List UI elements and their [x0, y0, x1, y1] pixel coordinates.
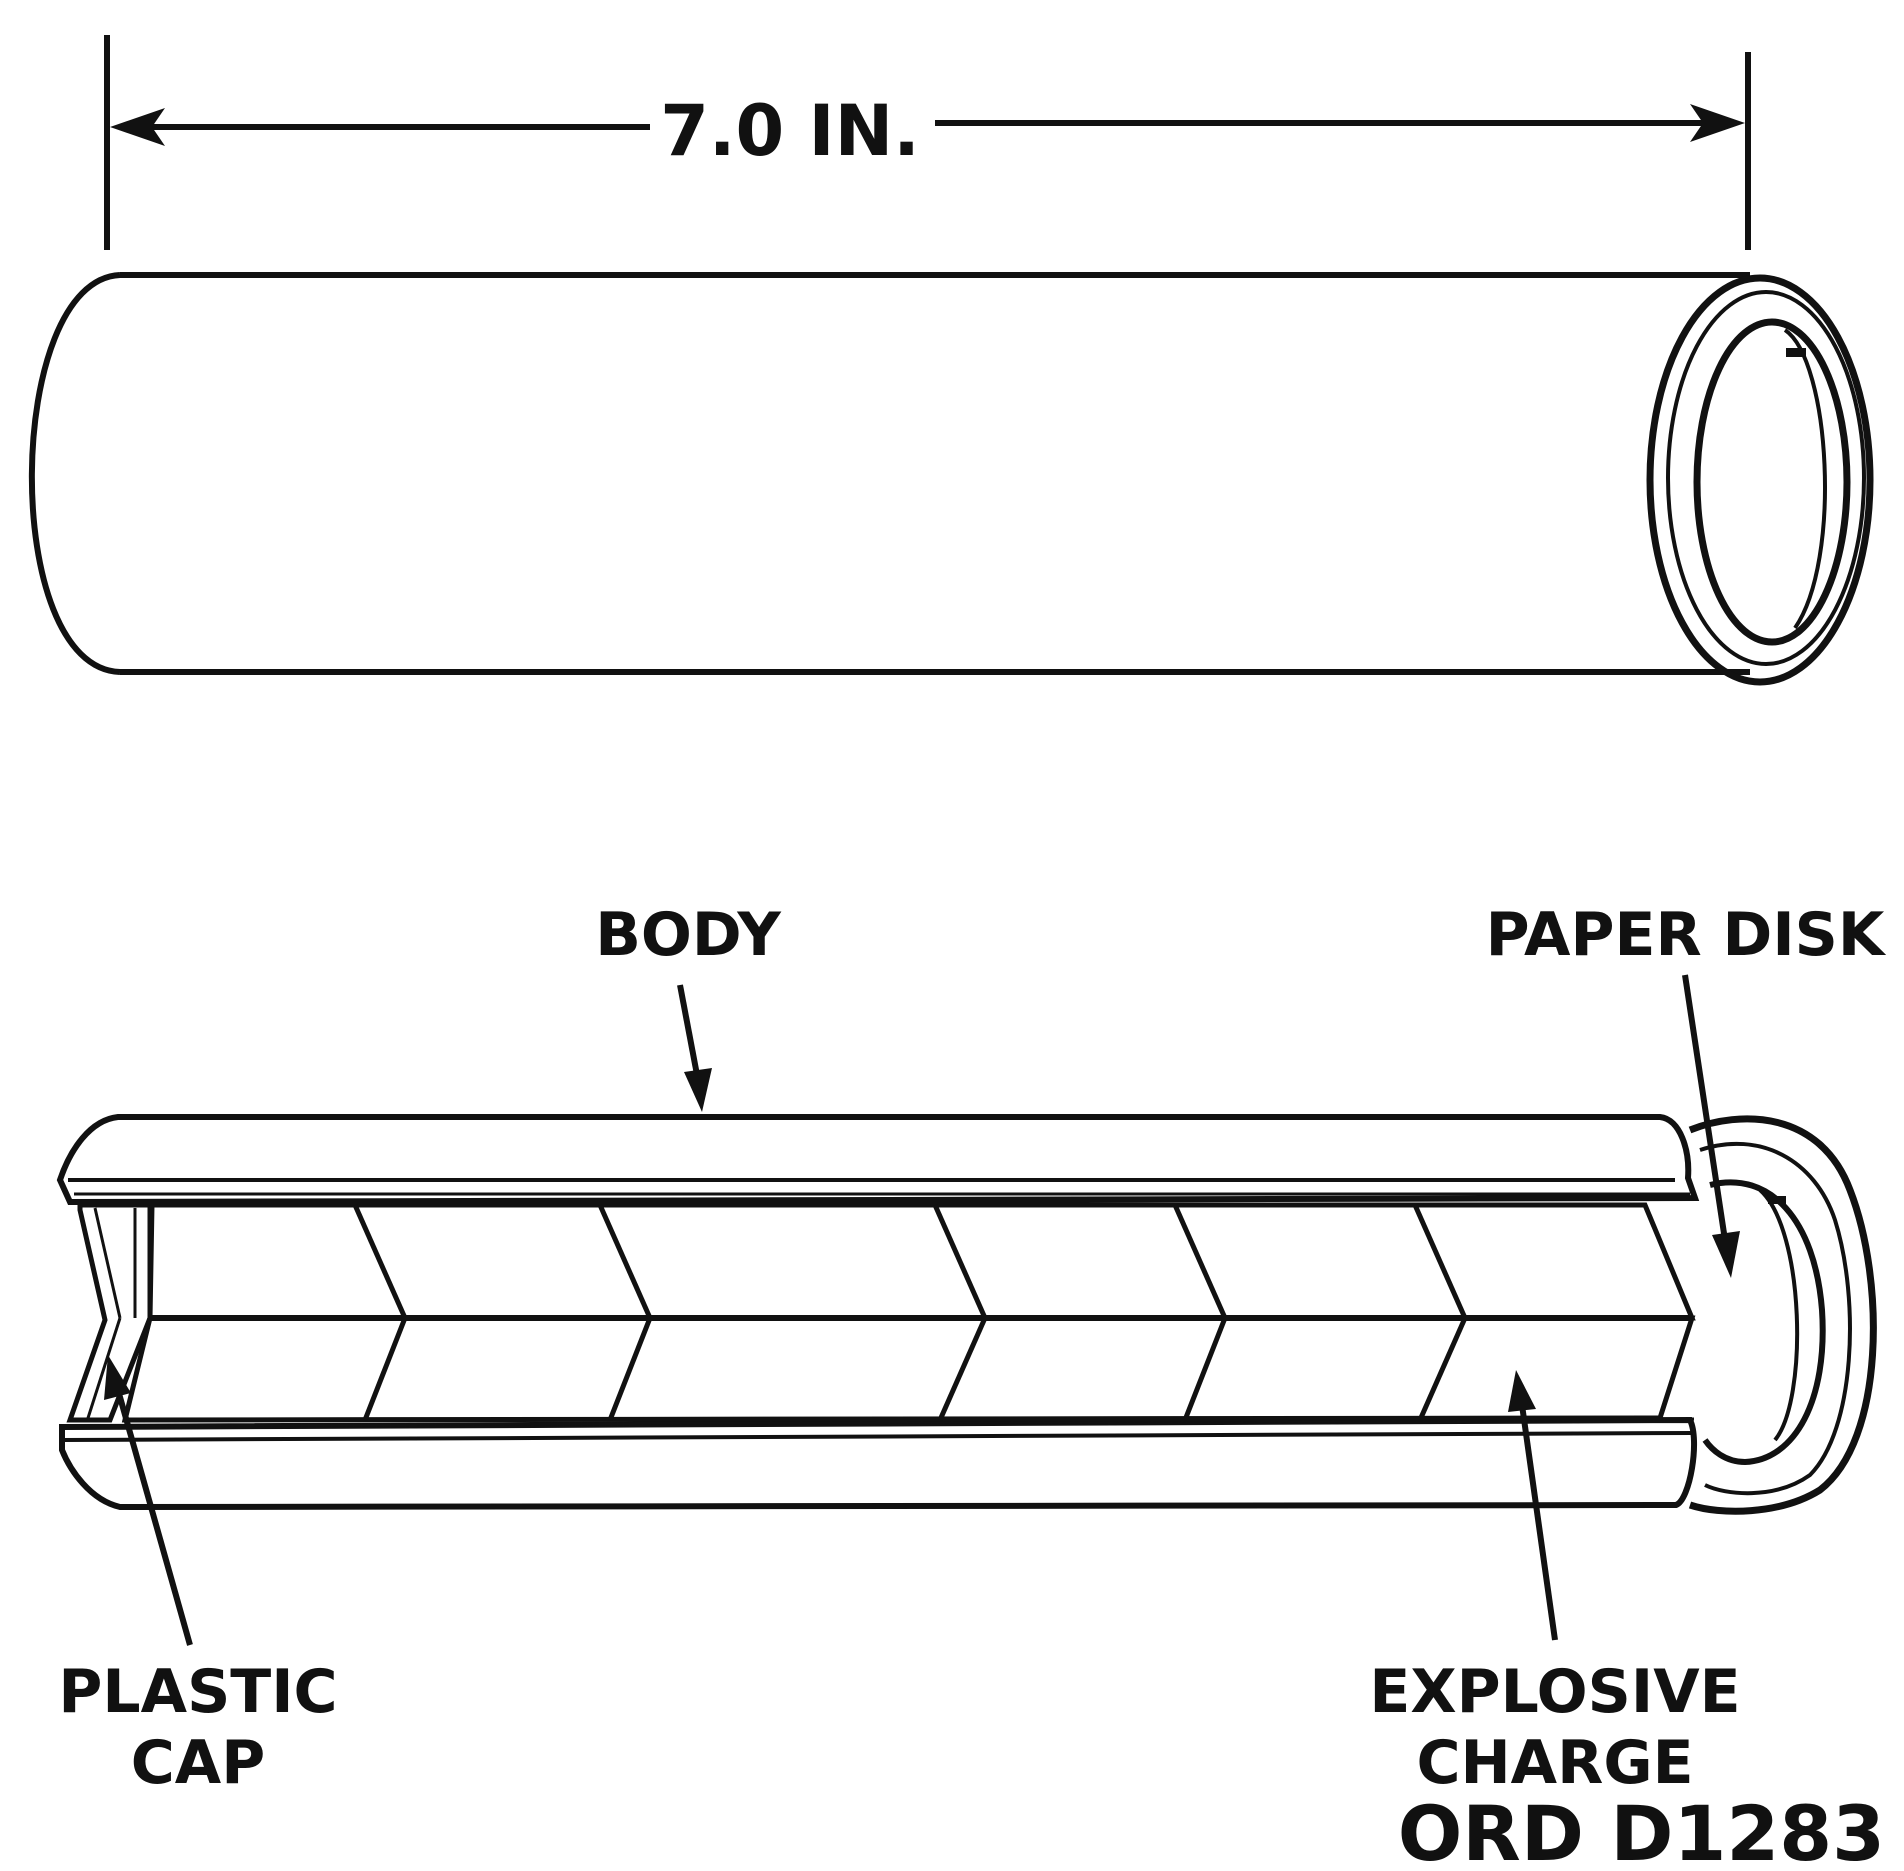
label-explosive-charge-line2: CHARGE [1416, 1728, 1693, 1798]
label-paper-disk: PAPER DISK [1486, 900, 1887, 970]
explosive-charge-arrowhead-icon [1508, 1370, 1536, 1412]
arrowhead-left-icon [110, 108, 165, 146]
lower-wall-inner-line-1 [61, 1431, 1693, 1442]
lower-wall [59, 1416, 1698, 1511]
plastic-cap-leader-line [115, 1389, 193, 1646]
paper-disk-seam-mark [1768, 1196, 1786, 1204]
tube-outline [28, 272, 1750, 675]
tube-end-mid-rim [1666, 290, 1866, 666]
figure-id: ORD D1283 [1398, 1789, 1885, 1871]
tube-end-outer-rim [1646, 274, 1874, 686]
tube-end-inner-opening [1693, 318, 1851, 646]
explosive-charge-leader-line [1519, 1404, 1558, 1641]
plastic-cap-arrowhead-icon [104, 1355, 131, 1400]
label-plastic-cap-line2: CAP [131, 1728, 265, 1798]
body-leader-line [677, 984, 701, 1081]
lower-block-dividers [362, 1316, 1468, 1422]
tube-cutaway-view [56, 1114, 1877, 1515]
arrowhead-right-icon [1690, 104, 1745, 142]
body-arrowhead-icon [684, 1068, 712, 1112]
tube-end-seam-mark [1786, 348, 1806, 357]
paper-disk-arrowhead-icon [1712, 1231, 1740, 1278]
upper-wall [56, 1114, 1700, 1206]
label-plastic-cap-line1: PLASTIC [58, 1657, 337, 1727]
plastic-cap-line-1 [93, 1207, 122, 1319]
plastic-cap-line-2 [86, 1317, 122, 1419]
dimension-label: 7.0 IN. [660, 90, 920, 172]
label-explosive-charge-line1: EXPLOSIVE [1369, 1657, 1740, 1727]
paper-disk-rim [1758, 1188, 1800, 1442]
label-body: BODY [595, 900, 782, 970]
length-dimension: 7.0 IN. [104, 35, 1751, 250]
open-end-mid-ring [1699, 1141, 1852, 1496]
tube-end-inner-shade [1783, 328, 1827, 630]
tube-exterior-view [28, 272, 1874, 686]
leader-arrows [104, 974, 1740, 1646]
open-end-outer-ring [1688, 1115, 1877, 1515]
upper-block-dividers [352, 1203, 1468, 1320]
paper-disk-leader-line [1682, 974, 1728, 1241]
